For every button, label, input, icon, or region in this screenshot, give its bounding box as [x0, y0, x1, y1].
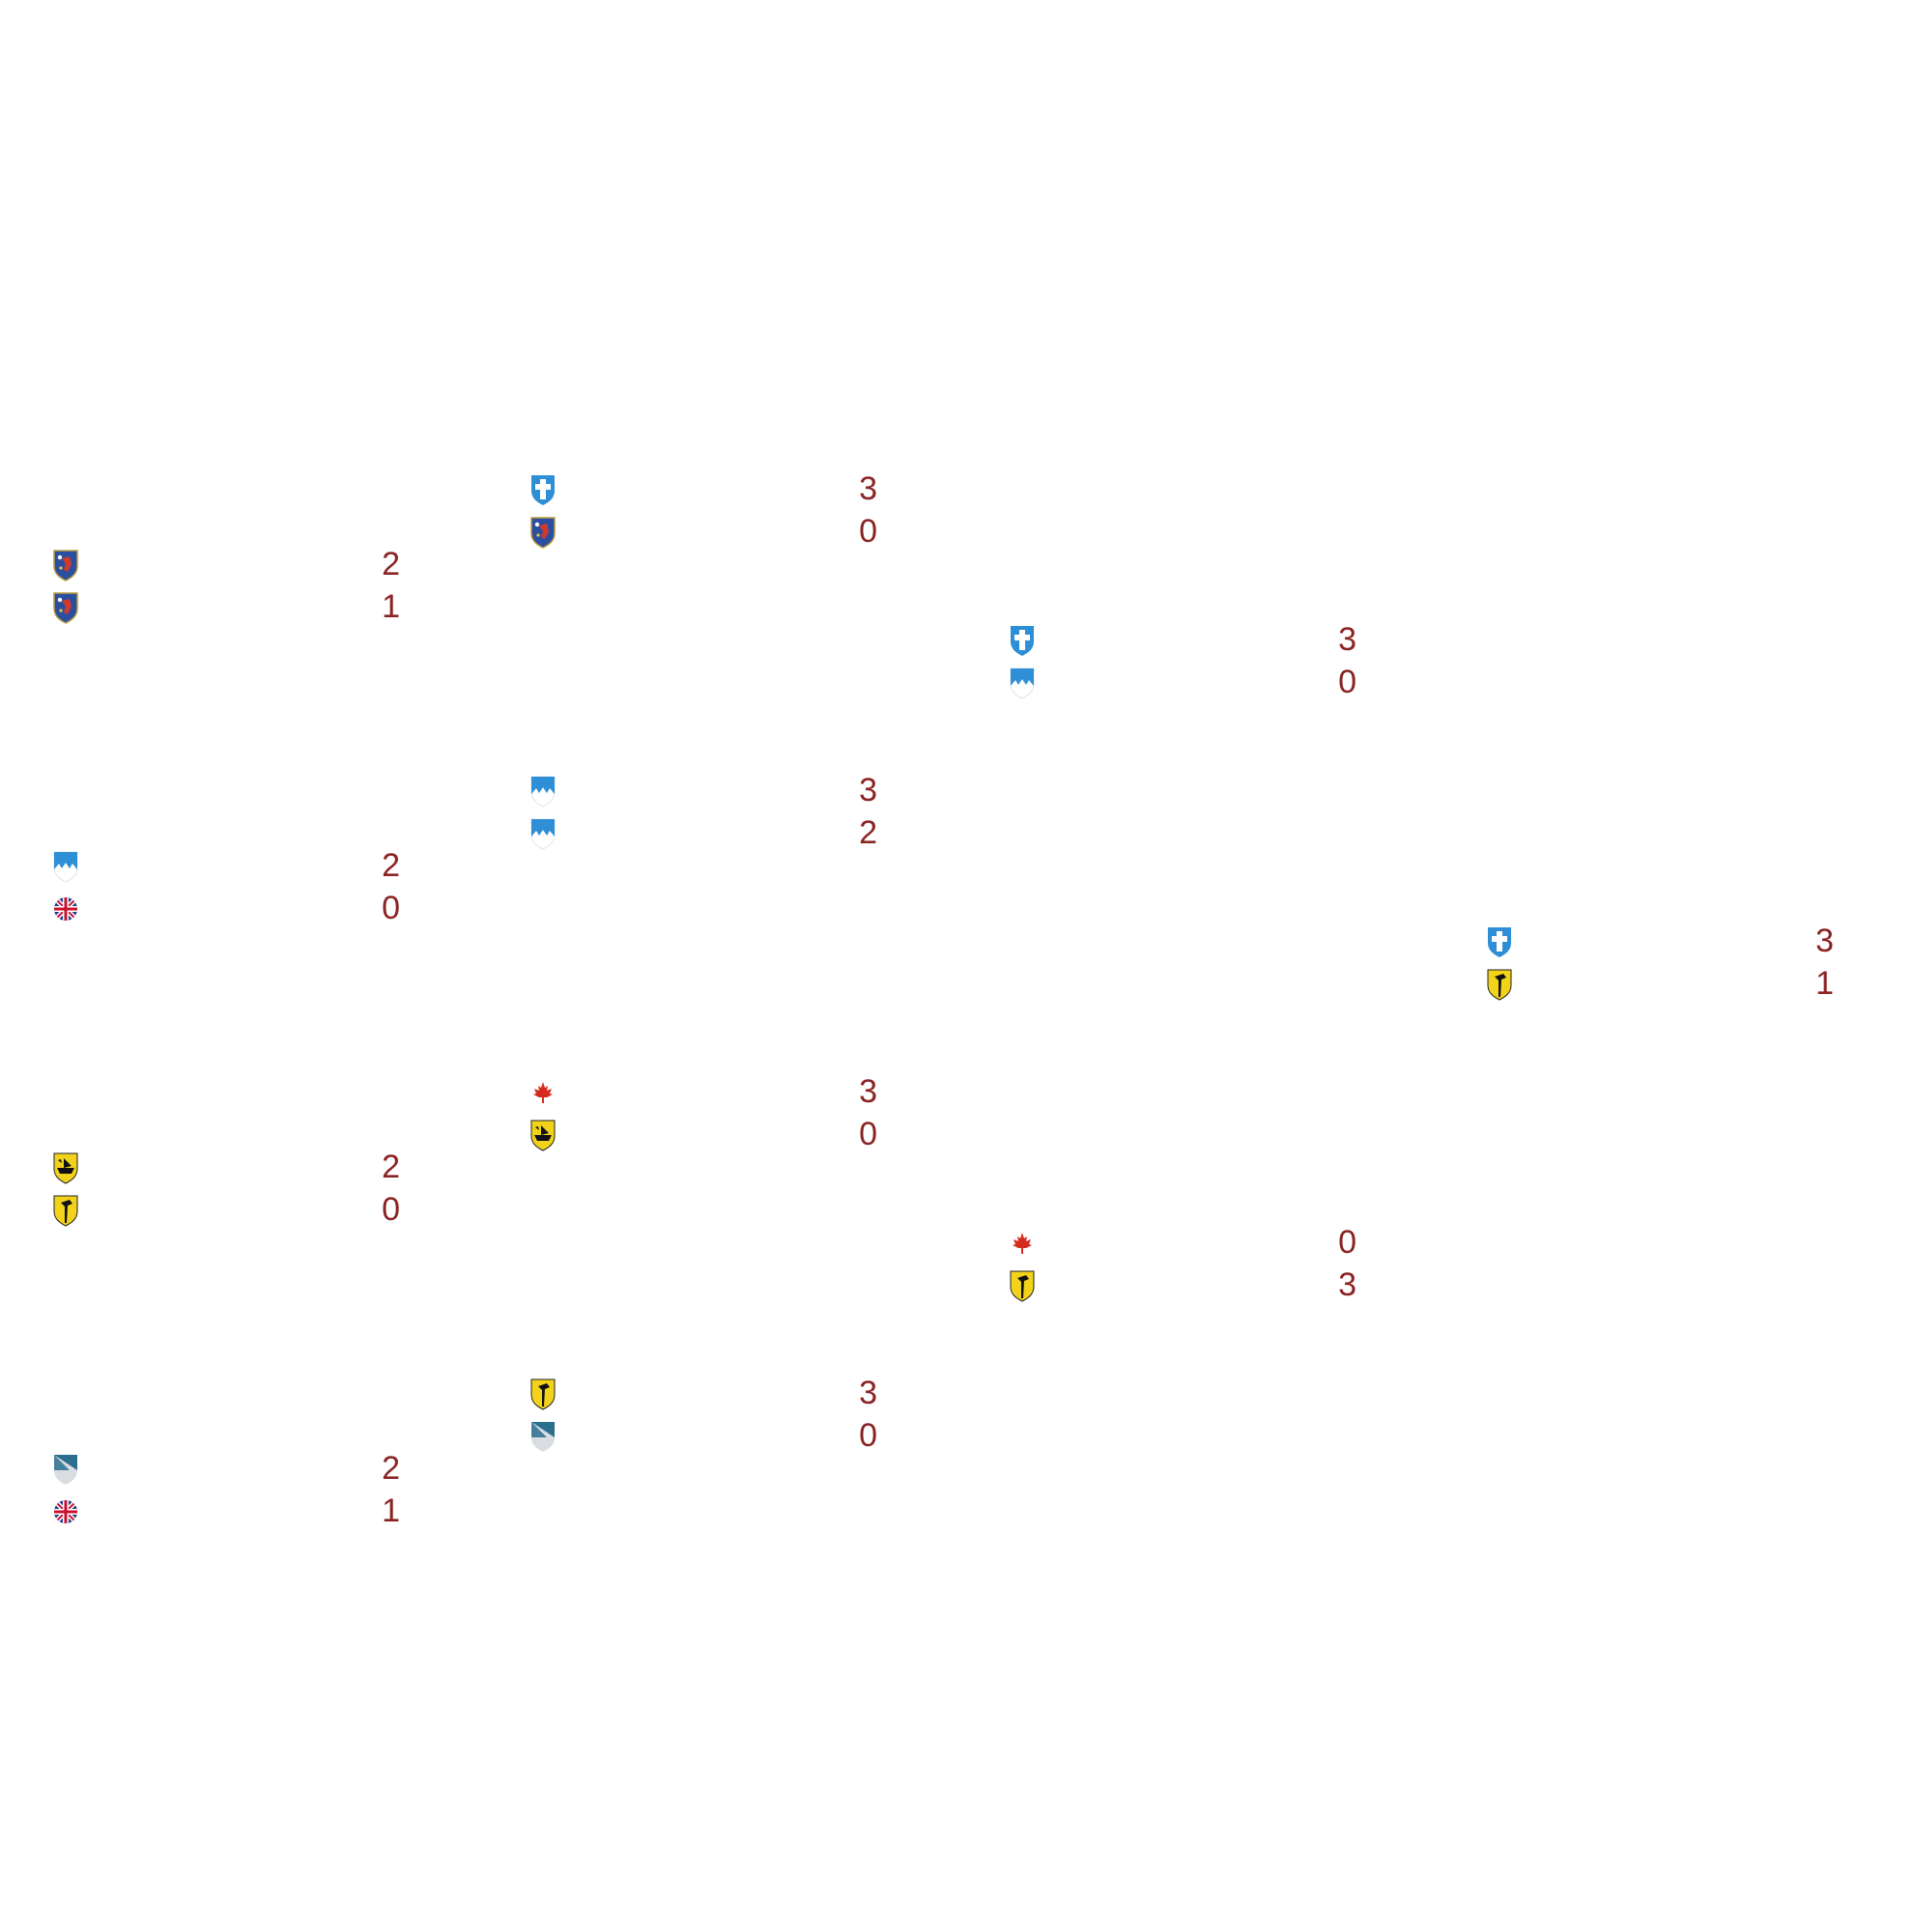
team-row: 3	[529, 1372, 935, 1414]
team-row: 2	[52, 543, 458, 585]
crest-blue-cross-icon	[529, 473, 557, 506]
team-score: 0	[1338, 1224, 1356, 1261]
match-r3-m1[interactable]: 3 0	[1009, 618, 1414, 703]
team-score: 3	[1338, 621, 1356, 658]
crest-yellow-hammer-icon	[529, 1378, 557, 1410]
crest-red-figure-icon	[52, 549, 79, 582]
match-r2-m3[interactable]: 3 0	[529, 1070, 935, 1155]
match-r1-m2[interactable]: 2 0	[52, 844, 458, 929]
match-final[interactable]: 3 1	[1486, 920, 1892, 1005]
team-score: 2	[382, 847, 400, 884]
crest-yellow-ship-icon	[52, 1151, 79, 1184]
team-score: 2	[382, 546, 400, 582]
crest-yellow-hammer-icon	[1009, 1269, 1036, 1302]
crest-blue-cross-icon	[1009, 624, 1036, 657]
team-score: 0	[1338, 664, 1356, 700]
crest-red-figure-icon	[529, 516, 557, 549]
team-score: 1	[1815, 965, 1834, 1002]
union-jack-flag-icon	[52, 1495, 79, 1528]
team-row: 1	[52, 585, 458, 628]
team-score: 3	[859, 470, 877, 507]
team-row: 3	[529, 769, 935, 811]
team-row: 3	[1009, 1264, 1414, 1306]
match-r1-m4[interactable]: 2 1	[52, 1447, 458, 1532]
crest-yellow-hammer-icon	[52, 1194, 79, 1227]
team-score: 2	[382, 1149, 400, 1185]
team-row: 1	[52, 1490, 458, 1532]
match-r2-m4[interactable]: 3 0	[529, 1372, 935, 1457]
team-score: 0	[382, 1191, 400, 1228]
team-row: 2	[52, 844, 458, 887]
crest-blue-mountain-icon	[529, 817, 557, 850]
crest-yellow-hammer-icon	[1486, 968, 1513, 1001]
team-row: 3	[529, 1070, 935, 1113]
team-score: 1	[382, 588, 400, 625]
match-r1-m1[interactable]: 2 1	[52, 543, 458, 628]
team-score: 3	[859, 1375, 877, 1411]
crest-teal-diagonal-icon	[529, 1420, 557, 1453]
maple-leaf-icon	[529, 1076, 557, 1109]
team-row: 2	[52, 1146, 458, 1188]
maple-leaf-icon	[1009, 1227, 1036, 1260]
match-r2-m1[interactable]: 3 0	[529, 468, 935, 553]
team-row: 0	[529, 1113, 935, 1155]
team-score: 0	[859, 513, 877, 550]
team-score: 3	[1338, 1266, 1356, 1303]
team-row: 0	[529, 1414, 935, 1457]
team-row: 0	[52, 887, 458, 929]
team-score: 1	[382, 1492, 400, 1529]
crest-blue-mountain-icon	[52, 850, 79, 883]
crest-red-figure-icon	[52, 591, 79, 624]
match-r3-m2[interactable]: 0 3	[1009, 1221, 1414, 1306]
team-score: 2	[859, 814, 877, 851]
team-score: 0	[859, 1417, 877, 1454]
union-jack-flag-icon	[52, 893, 79, 925]
team-score: 3	[859, 1073, 877, 1110]
team-score: 2	[382, 1450, 400, 1487]
team-row: 0	[1009, 1221, 1414, 1264]
team-row: 3	[1486, 920, 1892, 962]
team-row: 2	[52, 1447, 458, 1490]
team-score: 0	[382, 890, 400, 926]
team-score: 0	[859, 1116, 877, 1152]
team-row: 0	[52, 1188, 458, 1231]
match-r2-m2[interactable]: 3 2	[529, 769, 935, 854]
team-row: 0	[529, 510, 935, 553]
team-row: 0	[1009, 661, 1414, 703]
crest-blue-mountain-icon	[529, 775, 557, 808]
team-row: 3	[1009, 618, 1414, 661]
team-row: 3	[529, 468, 935, 510]
team-score: 3	[859, 772, 877, 809]
team-row: 2	[529, 811, 935, 854]
crest-blue-mountain-icon	[1009, 667, 1036, 699]
crest-yellow-ship-icon	[529, 1119, 557, 1151]
crest-teal-diagonal-icon	[52, 1453, 79, 1486]
team-score: 3	[1815, 923, 1834, 959]
crest-blue-cross-icon	[1486, 925, 1513, 958]
match-r1-m3[interactable]: 2 0	[52, 1146, 458, 1231]
team-row: 1	[1486, 962, 1892, 1005]
